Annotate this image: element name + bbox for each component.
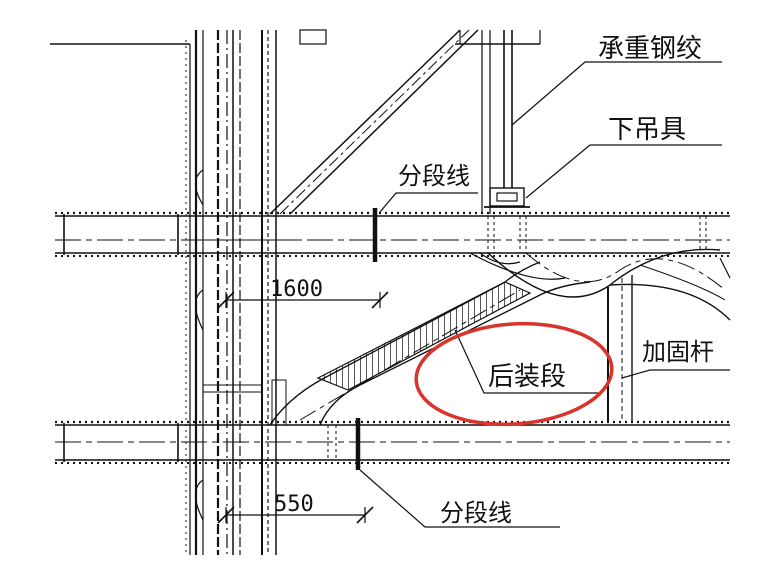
- top-truss: [269, 29, 541, 215]
- vertical-column: [185, 30, 300, 555]
- label-segment-line-bottom: 分段线: [440, 499, 512, 527]
- leader-lines: [359, 61, 730, 528]
- dimension-upper: 1600: [270, 277, 323, 302]
- segment-line-markers: [355, 208, 378, 470]
- label-reinforcement: 加固杆: [642, 338, 714, 366]
- left-frame: [50, 43, 191, 555]
- highlight-ellipse: [414, 321, 614, 427]
- dimension-lower: 550: [274, 492, 314, 517]
- label-segment-line-top: 分段线: [398, 162, 470, 190]
- lower-beam: [55, 420, 730, 464]
- upper-beam: [55, 211, 730, 257]
- reinforcement-rod: [607, 275, 633, 422]
- label-bearing-strand: 承重钢绞: [598, 34, 702, 64]
- arch-member: [469, 248, 731, 321]
- dimension-lines: [217, 291, 389, 524]
- label-lower-hanger: 下吊具: [608, 115, 686, 145]
- cable-hanger: [484, 30, 530, 208]
- label-post-install-segment: 后装段: [488, 362, 566, 392]
